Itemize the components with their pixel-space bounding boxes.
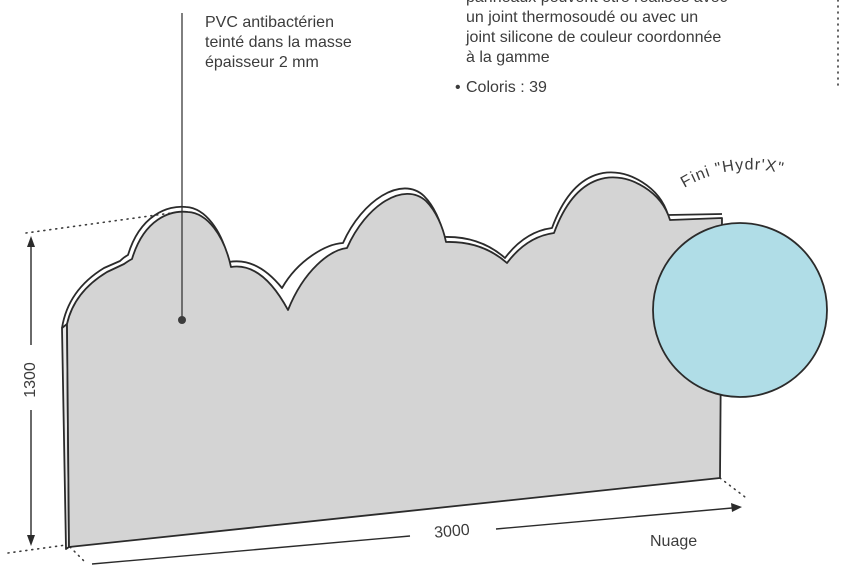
- width-dimension: [91, 503, 742, 565]
- finish-swatch: [652, 222, 828, 398]
- coloris-bullet-item: • Coloris : 39: [455, 78, 547, 98]
- joint-line-4: à la gamme: [466, 49, 550, 66]
- panel-top-edge: [61, 171, 723, 329]
- joint-line-2: un joint thermosoudé ou avec un: [466, 9, 699, 26]
- coloris-text: Coloris : 39: [466, 79, 547, 96]
- height-arrow-up: [27, 236, 35, 247]
- width-arrow-right: [731, 503, 742, 512]
- bullet-icon: •: [455, 79, 461, 96]
- joint-line-1: panneaux peuvent être réalisés avec: [466, 0, 836, 8]
- reference-dotted-lines: [7, 0, 839, 563]
- width-value: 3000: [434, 522, 471, 542]
- height-dimension: [27, 236, 35, 546]
- material-leader-dot: [178, 316, 186, 324]
- height-value: 1300: [22, 362, 39, 398]
- material-line-1: PVC antibactérien: [205, 14, 334, 31]
- panel-front-face: [66, 176, 723, 548]
- height-arrow-down: [27, 535, 35, 546]
- bottom-right-corner-line: [719, 477, 746, 498]
- joint-line-3: joint silicone de couleur coordonnée: [466, 29, 722, 46]
- joint-description: panneaux peuvent être réalisés avec un j…: [466, 0, 836, 68]
- material-callout: PVC antibactérien teinté dans la masse é…: [205, 13, 445, 73]
- bottom-left-corner-line: [69, 546, 86, 563]
- bottom-reference-line: [7, 544, 67, 554]
- model-name-caption: Nuage: [650, 533, 698, 550]
- material-line-3: épaisseur 2 mm: [205, 54, 319, 71]
- finish-label: Fini "Hydr'X": [678, 156, 786, 191]
- material-line-2: teinté dans la masse: [205, 34, 352, 51]
